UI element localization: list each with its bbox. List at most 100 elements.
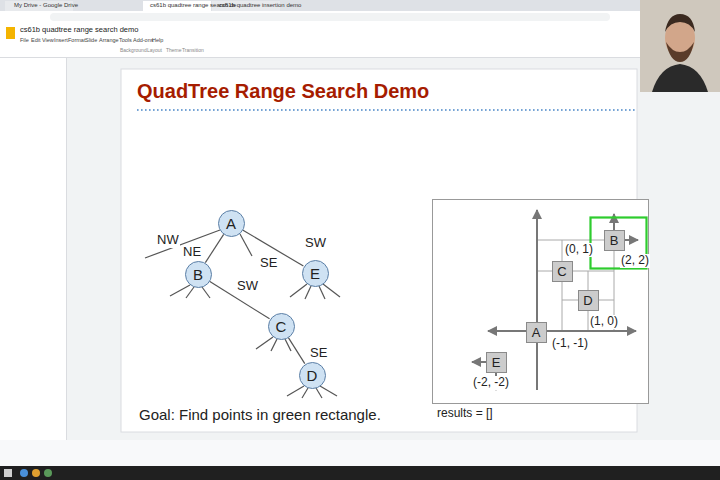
stub <box>202 287 210 298</box>
filmstrip-divider <box>66 58 67 454</box>
ui-text: Theme <box>166 48 182 54</box>
url-field <box>50 13 610 21</box>
edge-label: SW <box>236 279 259 294</box>
diagram-label: NW <box>156 233 180 248</box>
ui-text: Arrange <box>99 37 119 43</box>
ui-text: Slide <box>85 37 97 43</box>
taskbar-icon <box>20 469 28 477</box>
diagram-label: (1, 0) <box>589 315 619 329</box>
diagram-label: SE <box>259 256 278 271</box>
node-label: B <box>610 234 619 247</box>
ui-text: Transition <box>182 48 204 54</box>
tree-node: E <box>302 260 329 287</box>
se-stub <box>240 234 252 256</box>
diagram-label: Goal: Find points in green rectangle. <box>139 406 381 423</box>
diagram-label: (-2, -2) <box>472 376 510 390</box>
partition-line <box>562 240 563 331</box>
ui-text: View <box>42 37 54 43</box>
webcam-wall <box>640 0 720 92</box>
ui-text: cs61b quadtree range search demo <box>20 26 138 35</box>
editor-ground <box>0 58 720 454</box>
node-label: B <box>193 267 203 282</box>
slide-title: QuadTree Range Search Demo <box>137 80 429 103</box>
node-label: D <box>307 368 318 383</box>
ui-text: File <box>20 37 29 43</box>
stub <box>316 388 322 398</box>
diagram-label: (-1, -1) <box>551 337 589 351</box>
filmstrip <box>0 58 66 454</box>
ui-text: Help <box>152 37 163 43</box>
edge-label: NE <box>182 245 202 260</box>
stub <box>319 286 325 299</box>
node-label: C <box>557 265 566 278</box>
slides-icon <box>6 27 15 39</box>
ui-text: Edit <box>31 37 40 43</box>
edge-label: SW <box>304 236 327 251</box>
webcam-frame <box>640 0 720 92</box>
stub <box>287 386 304 396</box>
toolbar <box>0 45 720 57</box>
node-label: E <box>492 356 501 369</box>
y-axis <box>536 210 538 390</box>
point-square: D <box>578 290 599 311</box>
toolbar-divider <box>0 57 720 58</box>
point-square: E <box>486 352 507 373</box>
ui-text: Format <box>68 37 85 43</box>
stub <box>290 284 307 297</box>
tree-edge <box>205 234 223 262</box>
stub <box>320 386 337 396</box>
ui-text: cs61b quadtree insertion demo <box>219 2 301 9</box>
node-label: C <box>276 319 287 334</box>
stub <box>256 337 273 349</box>
tab-bar <box>0 0 720 11</box>
stub <box>271 339 277 351</box>
b-up-arrow <box>613 214 615 230</box>
empty-child-stubs <box>145 230 340 398</box>
edge-label: SE <box>309 346 328 361</box>
webcam-beard <box>666 42 694 62</box>
x-axis <box>488 330 636 332</box>
start-icon <box>4 469 12 477</box>
plane-panel <box>433 200 649 404</box>
diagram-label: (2, 2) <box>620 254 650 268</box>
tree-node: B <box>185 261 212 288</box>
taskbar <box>0 466 720 480</box>
tree-node: D <box>299 362 326 389</box>
node-label: A <box>226 216 236 231</box>
partition-line <box>537 271 614 272</box>
node-label: D <box>583 294 592 307</box>
stub <box>170 285 190 296</box>
e-left-arrow <box>472 361 486 363</box>
stub <box>186 287 194 298</box>
node-label: A <box>532 326 541 339</box>
ui-text: Layout <box>147 48 162 54</box>
stub <box>305 286 311 299</box>
diagram-label: (0, 1) <box>564 243 594 257</box>
webcam-shirt <box>652 64 708 92</box>
point-square: C <box>552 261 573 282</box>
tree-node: C <box>268 313 295 340</box>
node-label: E <box>310 266 320 281</box>
point-square: A <box>526 322 547 343</box>
diagram-label: results = [] <box>437 407 493 421</box>
partition-line <box>537 240 604 241</box>
stub <box>323 284 340 297</box>
stub <box>302 388 308 398</box>
taskbar-icon <box>44 469 52 477</box>
ui-text: Insert <box>54 37 68 43</box>
address-bar <box>0 11 720 23</box>
webcam-hair <box>665 14 695 32</box>
b-right-arrow <box>624 239 638 241</box>
docs-header <box>0 23 720 45</box>
tree-node: A <box>218 210 245 237</box>
point-square: B <box>604 230 625 251</box>
ui-text: Add-ons <box>133 37 154 43</box>
notes-strip <box>0 440 720 466</box>
tree-edge <box>288 337 305 363</box>
axes <box>472 210 638 390</box>
ui-text: My Drive - Google Drive <box>14 2 78 9</box>
ui-text: Background <box>120 48 147 54</box>
taskbar-icon <box>32 469 40 477</box>
title-rule <box>137 109 636 111</box>
